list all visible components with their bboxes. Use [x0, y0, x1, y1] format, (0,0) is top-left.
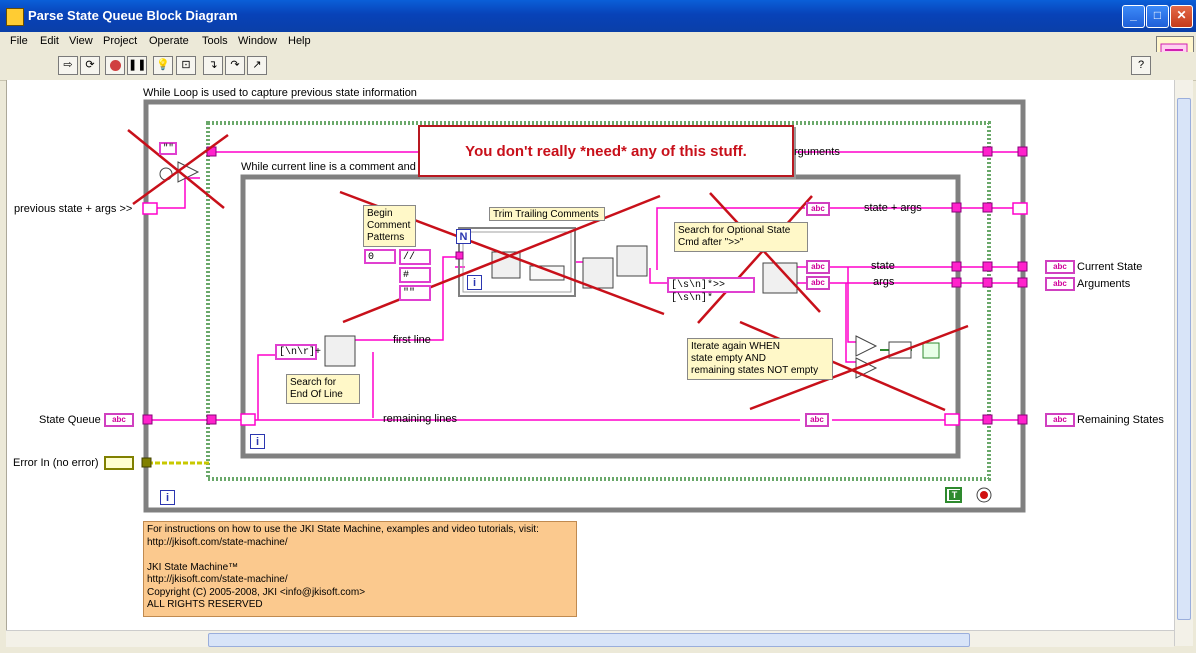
callout-box: You don't really *need* any of this stuf…: [418, 125, 794, 177]
comment-begin-patterns: Begin Comment Patterns: [363, 205, 416, 247]
red-cross-marks: [127, 129, 969, 412]
menu-window[interactable]: Window: [238, 35, 278, 47]
empty-string-compare-icon[interactable]: [855, 335, 878, 357]
loop-condition-icon[interactable]: [922, 342, 940, 359]
pattern-constant-1[interactable]: //: [399, 249, 431, 265]
toolbar: ⇨ ⟳ ❚❚ 💡 ⊡ ↴ ↷ ↗ ?: [0, 52, 1196, 81]
menu-operate[interactable]: Operate: [149, 35, 189, 47]
menu-help[interactable]: Help: [288, 35, 311, 47]
run-arrow-icon[interactable]: ⇨: [58, 56, 78, 75]
state-queue-control[interactable]: abc: [104, 413, 134, 427]
menu-file[interactable]: File: [10, 35, 28, 47]
menu-bar: File Edit View Project Operate Tools Win…: [0, 32, 1196, 52]
highlight-execution-icon[interactable]: 💡: [153, 56, 173, 75]
minimize-button[interactable]: _: [1122, 5, 1145, 28]
run-continuously-icon[interactable]: ⟳: [80, 56, 100, 75]
wire-label-state: state: [871, 260, 895, 272]
comment-iterate-again: Iterate again WHEN state empty AND remai…: [687, 338, 833, 380]
abort-icon[interactable]: [105, 56, 125, 75]
count-terminal[interactable]: N: [456, 229, 471, 244]
state-node[interactable]: abc: [806, 260, 830, 274]
step-out-icon[interactable]: ↗: [247, 56, 267, 75]
state-args-node[interactable]: abc: [806, 202, 830, 216]
error-in-control[interactable]: [104, 456, 134, 470]
retain-wire-values-icon[interactable]: ⊡: [176, 56, 196, 75]
jki-info-note: For instructions on how to use the JKI S…: [143, 521, 577, 617]
true-constant-label: T: [949, 490, 960, 500]
step-over-icon[interactable]: ↷: [225, 56, 245, 75]
menu-project[interactable]: Project: [103, 35, 138, 47]
outer-loop-label: While Loop is used to capture previous s…: [143, 87, 417, 99]
wire-label-args: args: [873, 276, 895, 288]
args-node[interactable]: abc: [806, 276, 830, 290]
vertical-scrollbar[interactable]: [1174, 80, 1193, 646]
comment-search-eol: Search for End Of Line: [286, 374, 360, 404]
wire-label-state-args: state + args: [864, 202, 922, 214]
current-state-indicator[interactable]: abc: [1045, 260, 1075, 274]
match-pattern-eol-node[interactable]: [324, 335, 356, 367]
outer-while-loop[interactable]: [143, 99, 1026, 513]
inner-loop-label: While current line is a comment and t: [241, 161, 422, 173]
shift-registers: [142, 202, 1028, 426]
input-previous-state-label: previous state + args >>: [14, 203, 133, 215]
output-remaining-states-label: Remaining States: [1077, 414, 1164, 426]
inner-loop-iteration-terminal[interactable]: i: [250, 434, 265, 449]
wire-label-first-line: first line: [393, 334, 431, 346]
menu-edit[interactable]: Edit: [40, 35, 59, 47]
title-bar: Parse State Queue Block Diagram _ □ ✕: [0, 0, 1196, 32]
menu-view[interactable]: View: [69, 35, 93, 47]
regex-eol-constant[interactable]: [\n\r]+: [275, 344, 321, 360]
for-loop[interactable]: [458, 227, 576, 297]
vertical-scroll-thumb[interactable]: [1177, 98, 1191, 620]
comment-search-optional: Search for Optional State Cmd after ">>": [674, 222, 808, 252]
empty-string-constant[interactable]: "": [159, 142, 177, 155]
pattern-constant-2[interactable]: #: [399, 267, 431, 283]
menu-tools[interactable]: Tools: [202, 35, 228, 47]
labview-app-icon: [6, 8, 24, 26]
search-replace-node[interactable]: [529, 265, 565, 281]
input-state-queue-label: State Queue: [39, 414, 101, 426]
zero-constant[interactable]: 0: [364, 249, 396, 264]
comment-trim-trailing: Trim Trailing Comments: [489, 207, 605, 221]
context-help-button[interactable]: ?: [1131, 56, 1151, 75]
case-structure-frame[interactable]: [206, 121, 991, 481]
input-error-in-label: Error In (no error): [13, 457, 99, 469]
horizontal-scrollbar[interactable]: [6, 630, 1174, 647]
inner-while-loop[interactable]: [240, 174, 961, 459]
output-arguments-label: Arguments: [1077, 278, 1131, 290]
error-tunnel: [141, 457, 152, 468]
for-loop-iteration-terminal[interactable]: i: [467, 275, 482, 290]
close-button[interactable]: ✕: [1170, 5, 1193, 28]
tunnels: [142, 146, 1028, 425]
horizontal-scroll-thumb[interactable]: [208, 633, 970, 647]
wire-label-arguments: rguments: [794, 146, 840, 158]
step-into-icon[interactable]: ↴: [203, 56, 223, 75]
wire-label-remaining-lines: remaining lines: [383, 413, 457, 425]
outer-loop-iteration-terminal[interactable]: i: [160, 490, 175, 505]
window-title: Parse State Queue Block Diagram: [28, 8, 238, 23]
remaining-lines-node[interactable]: abc: [805, 413, 829, 427]
pattern-constant-3[interactable]: "": [399, 285, 431, 301]
pause-icon[interactable]: ❚❚: [127, 56, 147, 75]
remaining-states-indicator[interactable]: abc: [1045, 413, 1075, 427]
build-array-node[interactable]: [616, 245, 648, 277]
arguments-indicator[interactable]: abc: [1045, 277, 1075, 291]
maximize-button[interactable]: □: [1146, 5, 1169, 28]
regex-args-constant[interactable]: [\s\n]*>>[\s\n]*: [667, 277, 755, 304]
output-current-state-label: Current State: [1077, 261, 1143, 273]
array-node[interactable]: [582, 257, 614, 289]
